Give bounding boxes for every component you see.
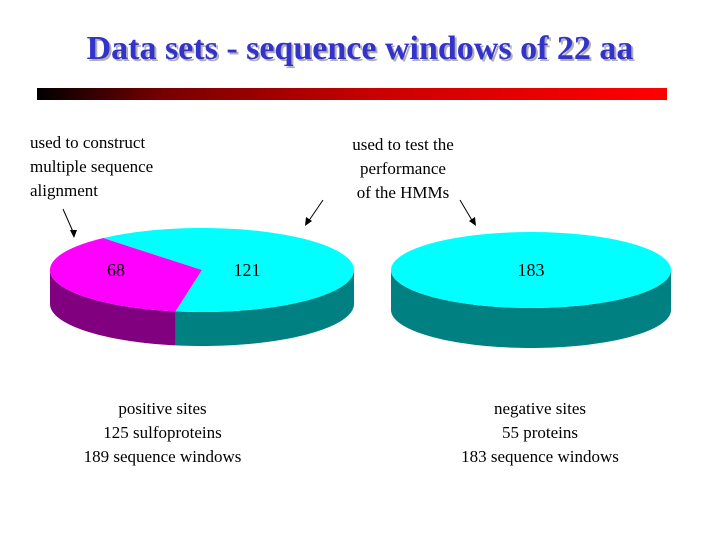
arrow-middle xyxy=(307,199,324,223)
caption-line: 125 sulfoproteins xyxy=(103,423,222,442)
pie-side-121 xyxy=(175,270,354,346)
arrow-middle-head xyxy=(305,217,312,226)
caption-line: positive sites xyxy=(118,399,207,418)
caption-line: 183 sequence windows xyxy=(461,447,619,466)
annotation-left: used to construct multiple sequence alig… xyxy=(30,131,153,203)
annotation-line: performance xyxy=(360,159,446,178)
annotation-line: used to test the xyxy=(352,135,454,154)
arrow-right xyxy=(459,199,474,223)
caption-line: 189 sequence windows xyxy=(83,447,242,466)
pie-side-183 xyxy=(391,270,671,348)
annotation-middle: used to test the performance of the HMMs xyxy=(323,133,483,205)
pie-side-68 xyxy=(50,270,176,346)
pie-data-label: 121 xyxy=(234,260,261,280)
annotation-line: of the HMMs xyxy=(356,183,450,202)
arrow-right-head xyxy=(469,217,476,226)
pie-slice-183 xyxy=(391,232,671,308)
caption-positive: positive sites 125 sulfoproteins 189 seq… xyxy=(40,397,285,469)
pie-slice-121 xyxy=(103,228,354,312)
pie-data-label: 183 xyxy=(518,260,545,280)
arrow-left xyxy=(62,208,75,235)
caption-negative: negative sites 55 proteins 183 sequence … xyxy=(415,397,665,469)
title-underline-bar xyxy=(37,88,667,100)
arrow-left-head xyxy=(70,230,77,238)
caption-line: negative sites xyxy=(493,399,587,418)
annotation-line: used to construct xyxy=(30,133,146,152)
slide-title: Data sets - sequence windows of 22 aa xyxy=(86,30,634,67)
pie-slice-68 xyxy=(50,238,202,312)
caption-line: 55 proteins xyxy=(501,423,579,442)
annotation-line: multiple sequence xyxy=(30,157,154,176)
annotation-line: alignment xyxy=(30,181,98,200)
pie-data-label: 68 xyxy=(107,260,125,280)
